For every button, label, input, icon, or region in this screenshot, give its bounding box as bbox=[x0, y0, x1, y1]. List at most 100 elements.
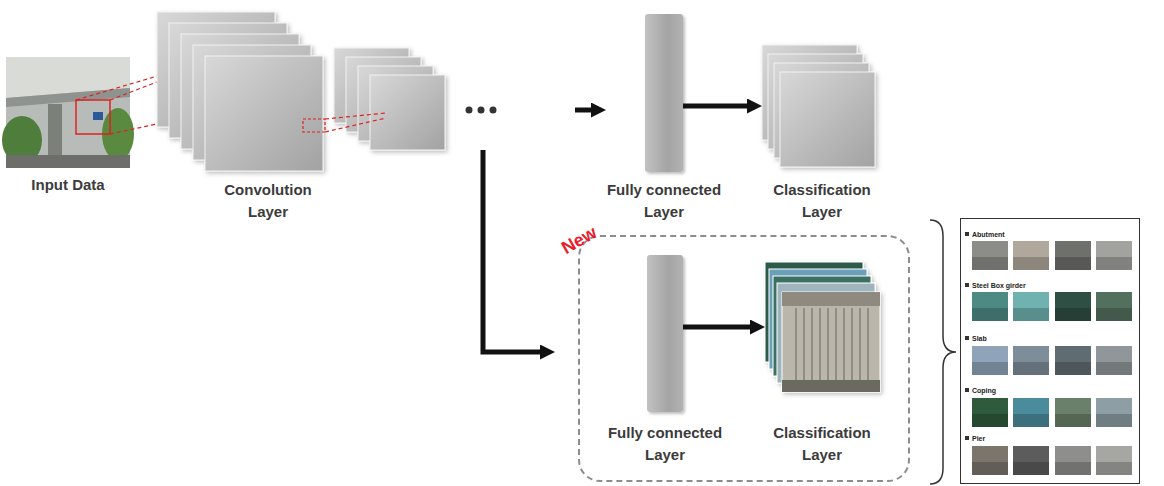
feature-map-stack bbox=[334, 48, 445, 150]
bullet bbox=[965, 283, 969, 287]
kernel-window bbox=[303, 113, 386, 132]
category-label: Abutment bbox=[972, 230, 1122, 239]
thumbnail bbox=[1096, 241, 1132, 270]
thumbnail-shade bbox=[1013, 414, 1049, 427]
thumbnail bbox=[972, 398, 1008, 427]
thumbnail bbox=[1013, 398, 1049, 427]
ground bbox=[782, 380, 880, 392]
class-map bbox=[780, 72, 875, 167]
input-image: Input Data bbox=[6, 57, 130, 168]
thumbnail-shade bbox=[1096, 257, 1132, 270]
layer-label: Fully connected Layer bbox=[595, 422, 735, 466]
thumbnail bbox=[972, 446, 1008, 475]
thumbnail-shade bbox=[1096, 308, 1132, 321]
dot bbox=[490, 107, 497, 114]
thumbnail-shade bbox=[1055, 462, 1091, 475]
layer-label: Convolution Layer bbox=[208, 179, 328, 223]
new-branch-group: Fully connected Layer Classification Laye… bbox=[578, 235, 910, 482]
category-label: Slab bbox=[972, 334, 1122, 343]
flow-arrow bbox=[683, 325, 753, 330]
thumbnail-shade bbox=[1013, 257, 1049, 270]
thumbnail bbox=[1096, 398, 1132, 427]
bullets bbox=[965, 232, 969, 440]
class-photo-stack bbox=[765, 262, 880, 392]
feature-map-stack bbox=[157, 12, 323, 171]
texture-line bbox=[851, 308, 853, 380]
feature-map bbox=[370, 75, 445, 150]
thumbnail-shade bbox=[972, 462, 1008, 475]
thumbnail bbox=[1055, 292, 1091, 321]
flow-arrow bbox=[575, 108, 594, 113]
texture-line bbox=[859, 308, 861, 380]
bridge-girder bbox=[6, 88, 130, 107]
thumbnail-shade bbox=[1096, 414, 1132, 427]
group-heading: New bbox=[548, 215, 611, 264]
thumbnail-shade bbox=[1096, 362, 1132, 375]
class-map-stack bbox=[762, 45, 875, 167]
convolution-stack: Convolution Layer bbox=[157, 12, 323, 171]
thumbnail-shade bbox=[972, 308, 1008, 321]
thumbnail-shade bbox=[1096, 462, 1132, 475]
bullet bbox=[965, 336, 969, 340]
texture-line bbox=[819, 308, 821, 380]
thumbnail bbox=[1013, 346, 1049, 375]
curly-brace bbox=[930, 220, 956, 484]
classification-stack: Classification Layer bbox=[762, 45, 875, 167]
fc-layer-box: Fully connected Layer bbox=[647, 255, 683, 412]
thumbnail bbox=[1013, 292, 1049, 321]
thumbnails bbox=[972, 241, 1132, 475]
receptive-field bbox=[76, 100, 110, 134]
thumbnail bbox=[1096, 292, 1132, 321]
thumbnail-shading bbox=[972, 257, 1132, 475]
thumbnail-shade bbox=[972, 362, 1008, 375]
texture-line bbox=[867, 308, 869, 380]
flow-arrow bbox=[683, 104, 750, 109]
thumbnail bbox=[1055, 446, 1091, 475]
thumbnail bbox=[1055, 241, 1091, 270]
dot bbox=[466, 107, 473, 114]
dot bbox=[478, 107, 485, 114]
thumbnail bbox=[972, 292, 1008, 321]
road-sign bbox=[93, 112, 103, 120]
feature-map bbox=[205, 56, 323, 171]
thumbnail-shade bbox=[1055, 414, 1091, 427]
thumbnail bbox=[972, 241, 1008, 270]
texture-line bbox=[835, 308, 837, 380]
branch-arrow bbox=[483, 150, 543, 352]
road bbox=[6, 155, 130, 168]
layer-label: Fully connected Layer bbox=[594, 179, 734, 223]
texture-line bbox=[827, 308, 829, 380]
thumbnail bbox=[1055, 398, 1091, 427]
ellipsis-dots bbox=[466, 107, 497, 114]
category-panel: AbutmentSteel Box girderSlabCopingPier bbox=[960, 218, 1140, 484]
fc-layer-box: Fully connected Layer bbox=[645, 14, 683, 172]
category-label: Coping bbox=[972, 386, 1122, 395]
thumbnail bbox=[1013, 446, 1049, 475]
pier-texture bbox=[796, 308, 868, 380]
thumbnail bbox=[1096, 346, 1132, 375]
texture-line bbox=[795, 308, 797, 380]
panel-background bbox=[960, 218, 1140, 484]
thumbnail bbox=[1096, 446, 1132, 475]
layer-label: Classification Layer bbox=[752, 179, 892, 223]
layer-label: Input Data bbox=[3, 174, 133, 196]
connectors bbox=[683, 106, 753, 327]
texture-line bbox=[811, 308, 813, 380]
thumbnail-shade bbox=[1013, 362, 1049, 375]
bullet bbox=[965, 436, 969, 440]
texture-line bbox=[843, 308, 845, 380]
thumbnail bbox=[1013, 241, 1049, 270]
input-photo bbox=[2, 57, 134, 168]
pier-cap bbox=[782, 292, 880, 306]
thumbnail-shade bbox=[1055, 257, 1091, 270]
thumbnail bbox=[972, 346, 1008, 375]
thumbnail-shade bbox=[1013, 308, 1049, 321]
classification-photo-stack: Classification Layer bbox=[765, 262, 881, 392]
texture-line bbox=[803, 308, 805, 380]
pier-photo bbox=[782, 292, 880, 392]
leader-line bbox=[325, 113, 386, 119]
thumbnail-shade bbox=[1055, 362, 1091, 375]
thumbnail-shade bbox=[1055, 308, 1091, 321]
